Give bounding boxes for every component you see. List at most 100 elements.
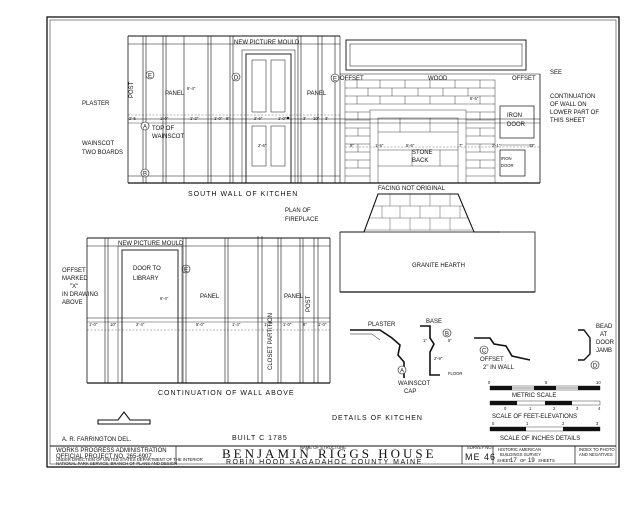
svg-text:FIREPLACE: FIREPLACE	[285, 217, 318, 223]
iron-door-upper	[499, 105, 535, 139]
sheet-border	[46, 16, 620, 468]
label-floor: FLOOR	[448, 371, 462, 376]
svg-text:2'-6": 2'-6"	[258, 143, 267, 148]
svg-text:OF WALL ON: OF WALL ON	[550, 102, 587, 108]
svg-text:1'-0": 1'-0"	[89, 322, 98, 327]
label-granite-hearth: GRANITE HEARTH	[412, 263, 465, 269]
svg-text:0: 0	[492, 421, 495, 426]
sheet-inner-border	[49, 19, 617, 465]
svg-text:10": 10"	[110, 322, 117, 327]
svg-text:DOOR TO: DOOR TO	[133, 266, 161, 272]
label-base: BASE	[426, 319, 442, 325]
svg-text:5'-0": 5'-0"	[196, 322, 205, 327]
continuation-wall-elevation	[86, 236, 331, 384]
svg-text:D: D	[234, 76, 239, 82]
svg-text:THIS SHEET: THIS SHEET	[550, 118, 586, 124]
svg-text:1'-0": 1'-0"	[318, 322, 327, 327]
label-top-of: TOP OF	[152, 126, 174, 132]
label-plaster-detail: PLASTER	[368, 322, 396, 328]
title-block: WORKS PROGRESS ADMINISTRATION OFFICIAL P…	[50, 445, 616, 466]
svg-text:4: 4	[598, 406, 601, 411]
svg-text:2: 2	[562, 421, 565, 426]
svg-text:SCALE OF FEET-ELEVATIONS: SCALE OF FEET-ELEVATIONS	[492, 414, 577, 420]
label-wainscot-2: WAINSCOT	[152, 134, 184, 140]
overmantel-panel	[345, 39, 527, 71]
svg-text:B: B	[445, 332, 449, 338]
svg-text:BEAD: BEAD	[596, 324, 613, 330]
granite-hearth	[339, 231, 536, 293]
svg-text:8": 8"	[226, 116, 230, 121]
fireplace-plan	[339, 193, 536, 293]
svg-text:2'-9": 2'-9"	[434, 356, 443, 361]
svg-text:CAP: CAP	[404, 389, 416, 395]
svg-text:2'-6": 2'-6"	[254, 116, 263, 121]
svg-text:JAMB: JAMB	[596, 348, 612, 354]
title-details-of-kitchen: DETAILS OF KITCHEN	[332, 415, 423, 422]
svg-text:PANEL: PANEL	[284, 294, 304, 300]
svg-text:NATIONAL PARK SERVICE, BRANCH: NATIONAL PARK SERVICE, BRANCH OF PLANS A…	[56, 461, 177, 466]
svg-text:1'-0": 1'-0"	[278, 116, 287, 121]
svg-text:E: E	[333, 77, 337, 83]
title-continuation: CONTINUATION OF WALL ABOVE	[158, 390, 295, 397]
label-panel-2: PANEL	[307, 91, 327, 97]
svg-text:11": 11"	[529, 143, 535, 148]
svg-text:1'-0": 1'-0"	[160, 116, 169, 121]
label-wood: WOOD	[428, 76, 448, 82]
svg-text:NAME OF STRUCTURE: NAME OF STRUCTURE	[300, 445, 346, 450]
svg-text:1: 1	[526, 421, 529, 426]
svg-text:6'-5": 6'-5"	[470, 96, 479, 101]
svg-text:5: 5	[545, 380, 548, 385]
svg-text:DOOR: DOOR	[596, 340, 615, 346]
svg-text:PLAN OF: PLAN OF	[285, 208, 311, 214]
svg-text:B: B	[143, 172, 147, 178]
svg-text:BACK: BACK	[412, 158, 428, 164]
svg-text:1'-0": 1'-0"	[214, 116, 223, 121]
svg-text:C: C	[482, 349, 487, 355]
svg-text:9": 9"	[350, 143, 354, 148]
svg-text:AT: AT	[600, 332, 608, 338]
svg-text:OFFICIAL PROJECT NO. 265-6907: OFFICIAL PROJECT NO. 265-6907	[56, 454, 152, 460]
title-south-wall: SOUTH WALL OF KITCHEN	[188, 191, 298, 198]
svg-text:CONTINUATION: CONTINUATION	[550, 94, 595, 100]
upper-dimensions: 2'-5 1'-0" 1'-2" 1'-0" 8" 2'-6" 1'-0" 3'…	[129, 86, 535, 148]
svg-text:10: 10	[596, 380, 601, 385]
lower-dimensions: 1'-0" 10" 2'-4" 5'-0" 1'-4" 1'-7" 1'-0" …	[89, 296, 327, 327]
svg-text:2" IN WALL: 2" IN WALL	[483, 365, 515, 371]
svg-text:SEE: SEE	[550, 70, 562, 76]
label-new-picture-mould: NEW PICTURE MOULD	[234, 40, 300, 46]
svg-text:POST: POST	[306, 295, 312, 312]
svg-text:MARKED: MARKED	[62, 276, 88, 282]
label-delineator: A. R. FARRINGTON DEL.	[62, 437, 132, 443]
kitchen-details	[350, 325, 591, 378]
svg-text:1'-0": 1'-0"	[283, 322, 292, 327]
svg-text:1'-7": 1'-7"	[264, 322, 273, 327]
label-closet-partition: CLOSET PARTITION	[268, 313, 274, 370]
svg-text:IN DRAWING: IN DRAWING	[62, 292, 99, 298]
south-wall-elevation	[127, 35, 541, 184]
svg-text:SHEETS: SHEETS	[538, 458, 555, 463]
label-offset-left: OFFSET	[340, 76, 364, 82]
svg-text:5'-6": 5'-6"	[406, 143, 415, 148]
svg-text:DOOR: DOOR	[507, 122, 526, 128]
svg-text:A: A	[143, 125, 147, 131]
svg-text:METRIC SCALE: METRIC SCALE	[512, 393, 556, 399]
svg-text:NEW PICTURE MOULD: NEW PICTURE MOULD	[118, 241, 184, 247]
svg-text:1'-2": 1'-2"	[190, 116, 199, 121]
svg-text:0: 0	[504, 406, 507, 411]
svg-text:2'-1": 2'-1"	[492, 143, 501, 148]
label-built-date: BUILT C 1785	[232, 435, 288, 442]
svg-text:WAINSCOT: WAINSCOT	[398, 381, 430, 387]
svg-text:SCALE OF INCHES DETAILS: SCALE OF INCHES DETAILS	[500, 436, 580, 442]
label-see-continuation: SEE CONTINUATION OF WALL ON LOWER PART O…	[550, 70, 599, 124]
svg-text:DOOR: DOOR	[501, 163, 514, 168]
svg-text:IRON: IRON	[507, 113, 522, 119]
svg-text:"X": "X"	[70, 284, 78, 290]
structure-name: BENJAMIN RIGGS HOUSE	[222, 446, 437, 461]
svg-text:1'-5": 1'-5"	[375, 143, 384, 148]
svg-text:STONE: STONE	[412, 150, 433, 156]
svg-text:3': 3'	[303, 116, 306, 121]
svg-text:2'-4": 2'-4"	[136, 322, 145, 327]
label-offset-right: OFFSET	[512, 76, 536, 82]
svg-text:OF: OF	[520, 458, 526, 463]
svg-text:10": 10"	[313, 116, 320, 121]
